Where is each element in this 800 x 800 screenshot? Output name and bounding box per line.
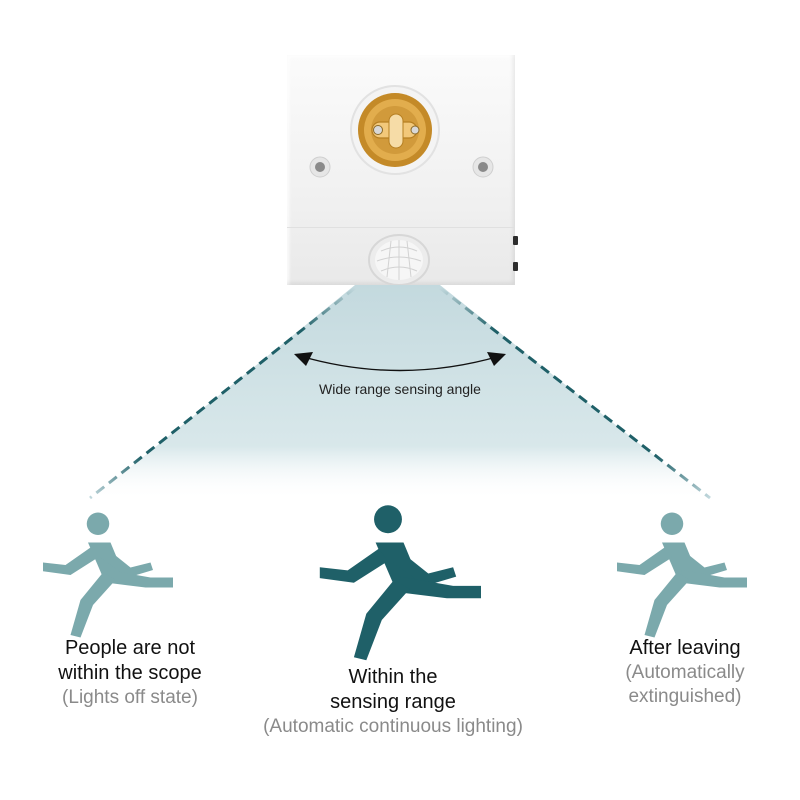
caption-right-line1: After leaving bbox=[629, 637, 741, 659]
caption-right: After leaving (Automatically extinguishe… bbox=[590, 636, 780, 709]
sensor-lamp-holder bbox=[287, 55, 515, 285]
arc-arrow-left-icon bbox=[294, 352, 313, 366]
caption-left: People are not within the scope (Lights … bbox=[20, 636, 240, 710]
side-button-bottom bbox=[513, 262, 518, 271]
caption-left-line1: People are not bbox=[64, 637, 196, 659]
caption-right-note-line2: extinguished) bbox=[628, 685, 742, 707]
sensing-beam bbox=[90, 285, 710, 500]
runner-icon-center bbox=[319, 505, 481, 661]
left-boundary-line bbox=[89, 286, 356, 500]
arc-arrow-right-icon bbox=[487, 352, 506, 366]
caption-center-note: (Automatic continuous lighting) bbox=[263, 716, 523, 737]
runner-icon-right bbox=[617, 512, 747, 638]
housing-seam bbox=[287, 227, 515, 228]
caption-left-line2: within the scope bbox=[58, 662, 202, 684]
caption-right-note-line1: (Automatically bbox=[625, 662, 745, 683]
runner-icon-left bbox=[43, 512, 173, 638]
angle-arc bbox=[299, 355, 501, 372]
caption-left-note: (Lights off state) bbox=[62, 687, 198, 708]
side-button-top bbox=[513, 236, 518, 245]
right-boundary-line bbox=[439, 286, 711, 500]
caption-center-line2: sensing range bbox=[330, 691, 456, 713]
sensing-angle-label: Wide range sensing angle bbox=[319, 381, 481, 397]
caption-center-line1: Within the bbox=[348, 666, 438, 688]
caption-center: Within the sensing range (Automatic cont… bbox=[240, 665, 546, 739]
